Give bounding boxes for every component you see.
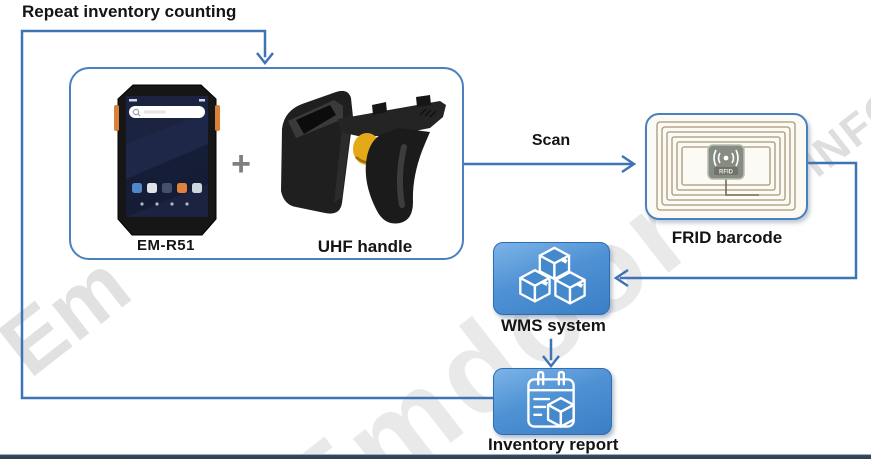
phone-side-button bbox=[215, 105, 220, 131]
uhf-handle-label: UHF handle bbox=[317, 237, 413, 256]
phone-search-bar bbox=[129, 106, 205, 118]
stacked-boxes-icon bbox=[519, 246, 586, 305]
scan-arrowhead-icon bbox=[621, 154, 637, 174]
inventory-report-label: Inventory report bbox=[488, 435, 619, 454]
repeat-loop-label: Repeat inventory counting bbox=[22, 2, 237, 21]
inventory-clipboard-icon bbox=[527, 370, 575, 428]
phone-label: EM-R51 bbox=[136, 237, 195, 254]
wms-system-node bbox=[493, 242, 610, 315]
plus-sign: + bbox=[231, 145, 251, 183]
uhf-handle-image bbox=[281, 90, 446, 224]
report-arrowhead-icon bbox=[542, 355, 560, 369]
wms-arrowhead-icon bbox=[613, 268, 629, 288]
inventory-report-node bbox=[493, 368, 612, 435]
rfid-tag-image: RFID bbox=[656, 121, 796, 211]
loop-arrowhead-icon bbox=[256, 52, 274, 66]
frid-barcode-label: FRID barcode bbox=[671, 228, 783, 247]
wms-system-label: WMS system bbox=[501, 316, 606, 335]
handheld-phone-image bbox=[114, 84, 220, 236]
rfid-chip-caption: RFID bbox=[719, 170, 734, 176]
phone-side-button bbox=[114, 105, 119, 131]
footer-divider-bar bbox=[0, 454, 871, 459]
rfid-tag-box: RFID bbox=[645, 113, 808, 220]
scan-label: Scan bbox=[531, 132, 571, 149]
